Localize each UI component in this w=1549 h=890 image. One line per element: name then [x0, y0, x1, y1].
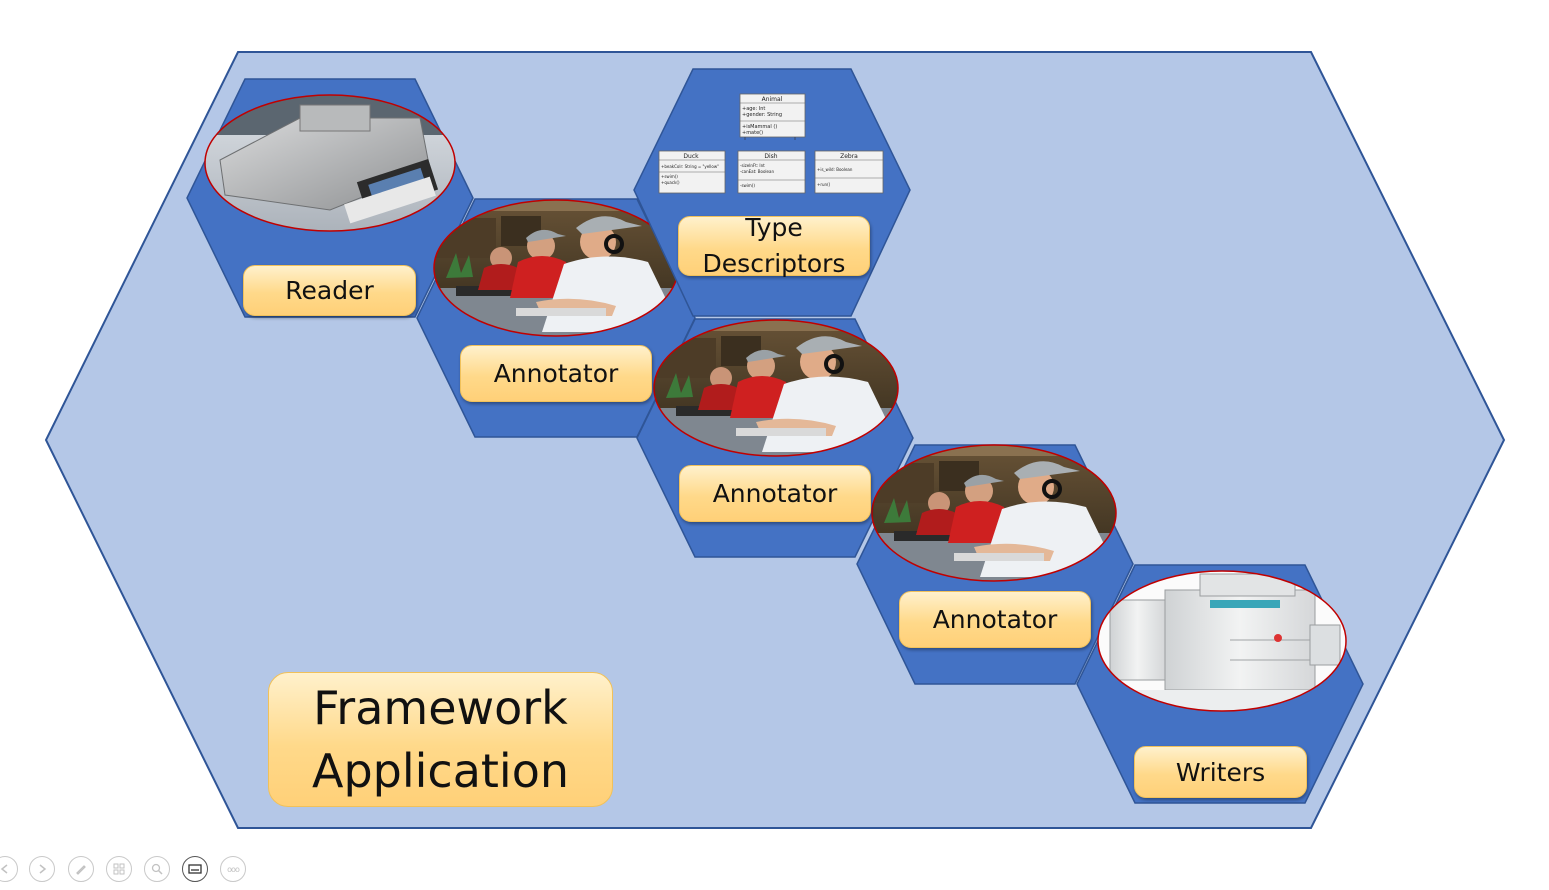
uml-top-attr: +gender: String [742, 112, 782, 118]
annotator-1-label: Annotator [460, 345, 652, 402]
uml-duck-method: +swim() [661, 174, 678, 179]
card-reader-image [205, 95, 455, 231]
uml-dish-attr: -sizeInFt: Int [740, 163, 765, 168]
presentation-toolbar: ooo [0, 854, 260, 886]
uml-top-attr: +age: Int [742, 106, 765, 112]
uml-zebra-name: Zebra [840, 153, 858, 160]
more-icon[interactable]: ooo [220, 856, 246, 882]
uml-dish-name: Dish [764, 153, 777, 160]
next-icon[interactable] [29, 856, 55, 882]
type-descriptors-label-line2: Descriptors [702, 249, 846, 278]
reader-label-text: Reader [285, 276, 374, 305]
grid-icon[interactable] [106, 856, 132, 882]
writers-hex [1076, 564, 1364, 804]
uml-duck-method: +quack() [661, 180, 680, 185]
annotator-3-label-text: Annotator [932, 605, 1058, 634]
framework-application-label: Framework Application [268, 672, 613, 807]
type-descriptors-label-line1: Type [745, 212, 803, 242]
framework-label-line2: Application [311, 743, 570, 798]
uml-top-method: +isMammal () [742, 124, 777, 130]
type-descriptors-label: Type Descriptors [678, 213, 870, 278]
printer-image [1098, 571, 1346, 711]
framework-label-line1: Framework [313, 681, 568, 736]
uml-zebra-attr: +is_wild: Boolean [817, 167, 853, 172]
annotator-3-label: Annotator [899, 591, 1091, 648]
uml-dish-method: -swim() [740, 183, 755, 188]
annotator-2-label: Annotator [679, 465, 871, 522]
uml-top-name: Animal [762, 96, 783, 103]
writers-label: Writers [1134, 746, 1307, 798]
reader-hex [186, 78, 474, 318]
previous-icon[interactable] [0, 856, 18, 882]
zoom-icon[interactable] [144, 856, 170, 882]
annotator-1-label-text: Annotator [493, 359, 619, 388]
pen-icon[interactable] [68, 856, 94, 882]
reader-label: Reader [243, 265, 416, 316]
uml-class-diagram: Animal +age: Int +gender: String +isMamm… [658, 93, 884, 194]
uml-duck-attr: +beakColr: String = "yellow" [661, 164, 719, 169]
writers-label-text: Writers [1175, 757, 1266, 787]
uml-duck-name: Duck [683, 153, 699, 160]
more-icon-glyph: ooo [227, 864, 240, 874]
uml-dish-attr: -canEat: Boolean [740, 169, 774, 174]
annotator-2-label-text: Annotator [712, 479, 838, 508]
uml-top-method: +mate() [742, 130, 763, 136]
uml-zebra-method: +run() [817, 182, 831, 187]
subtitles-icon[interactable] [182, 856, 208, 882]
